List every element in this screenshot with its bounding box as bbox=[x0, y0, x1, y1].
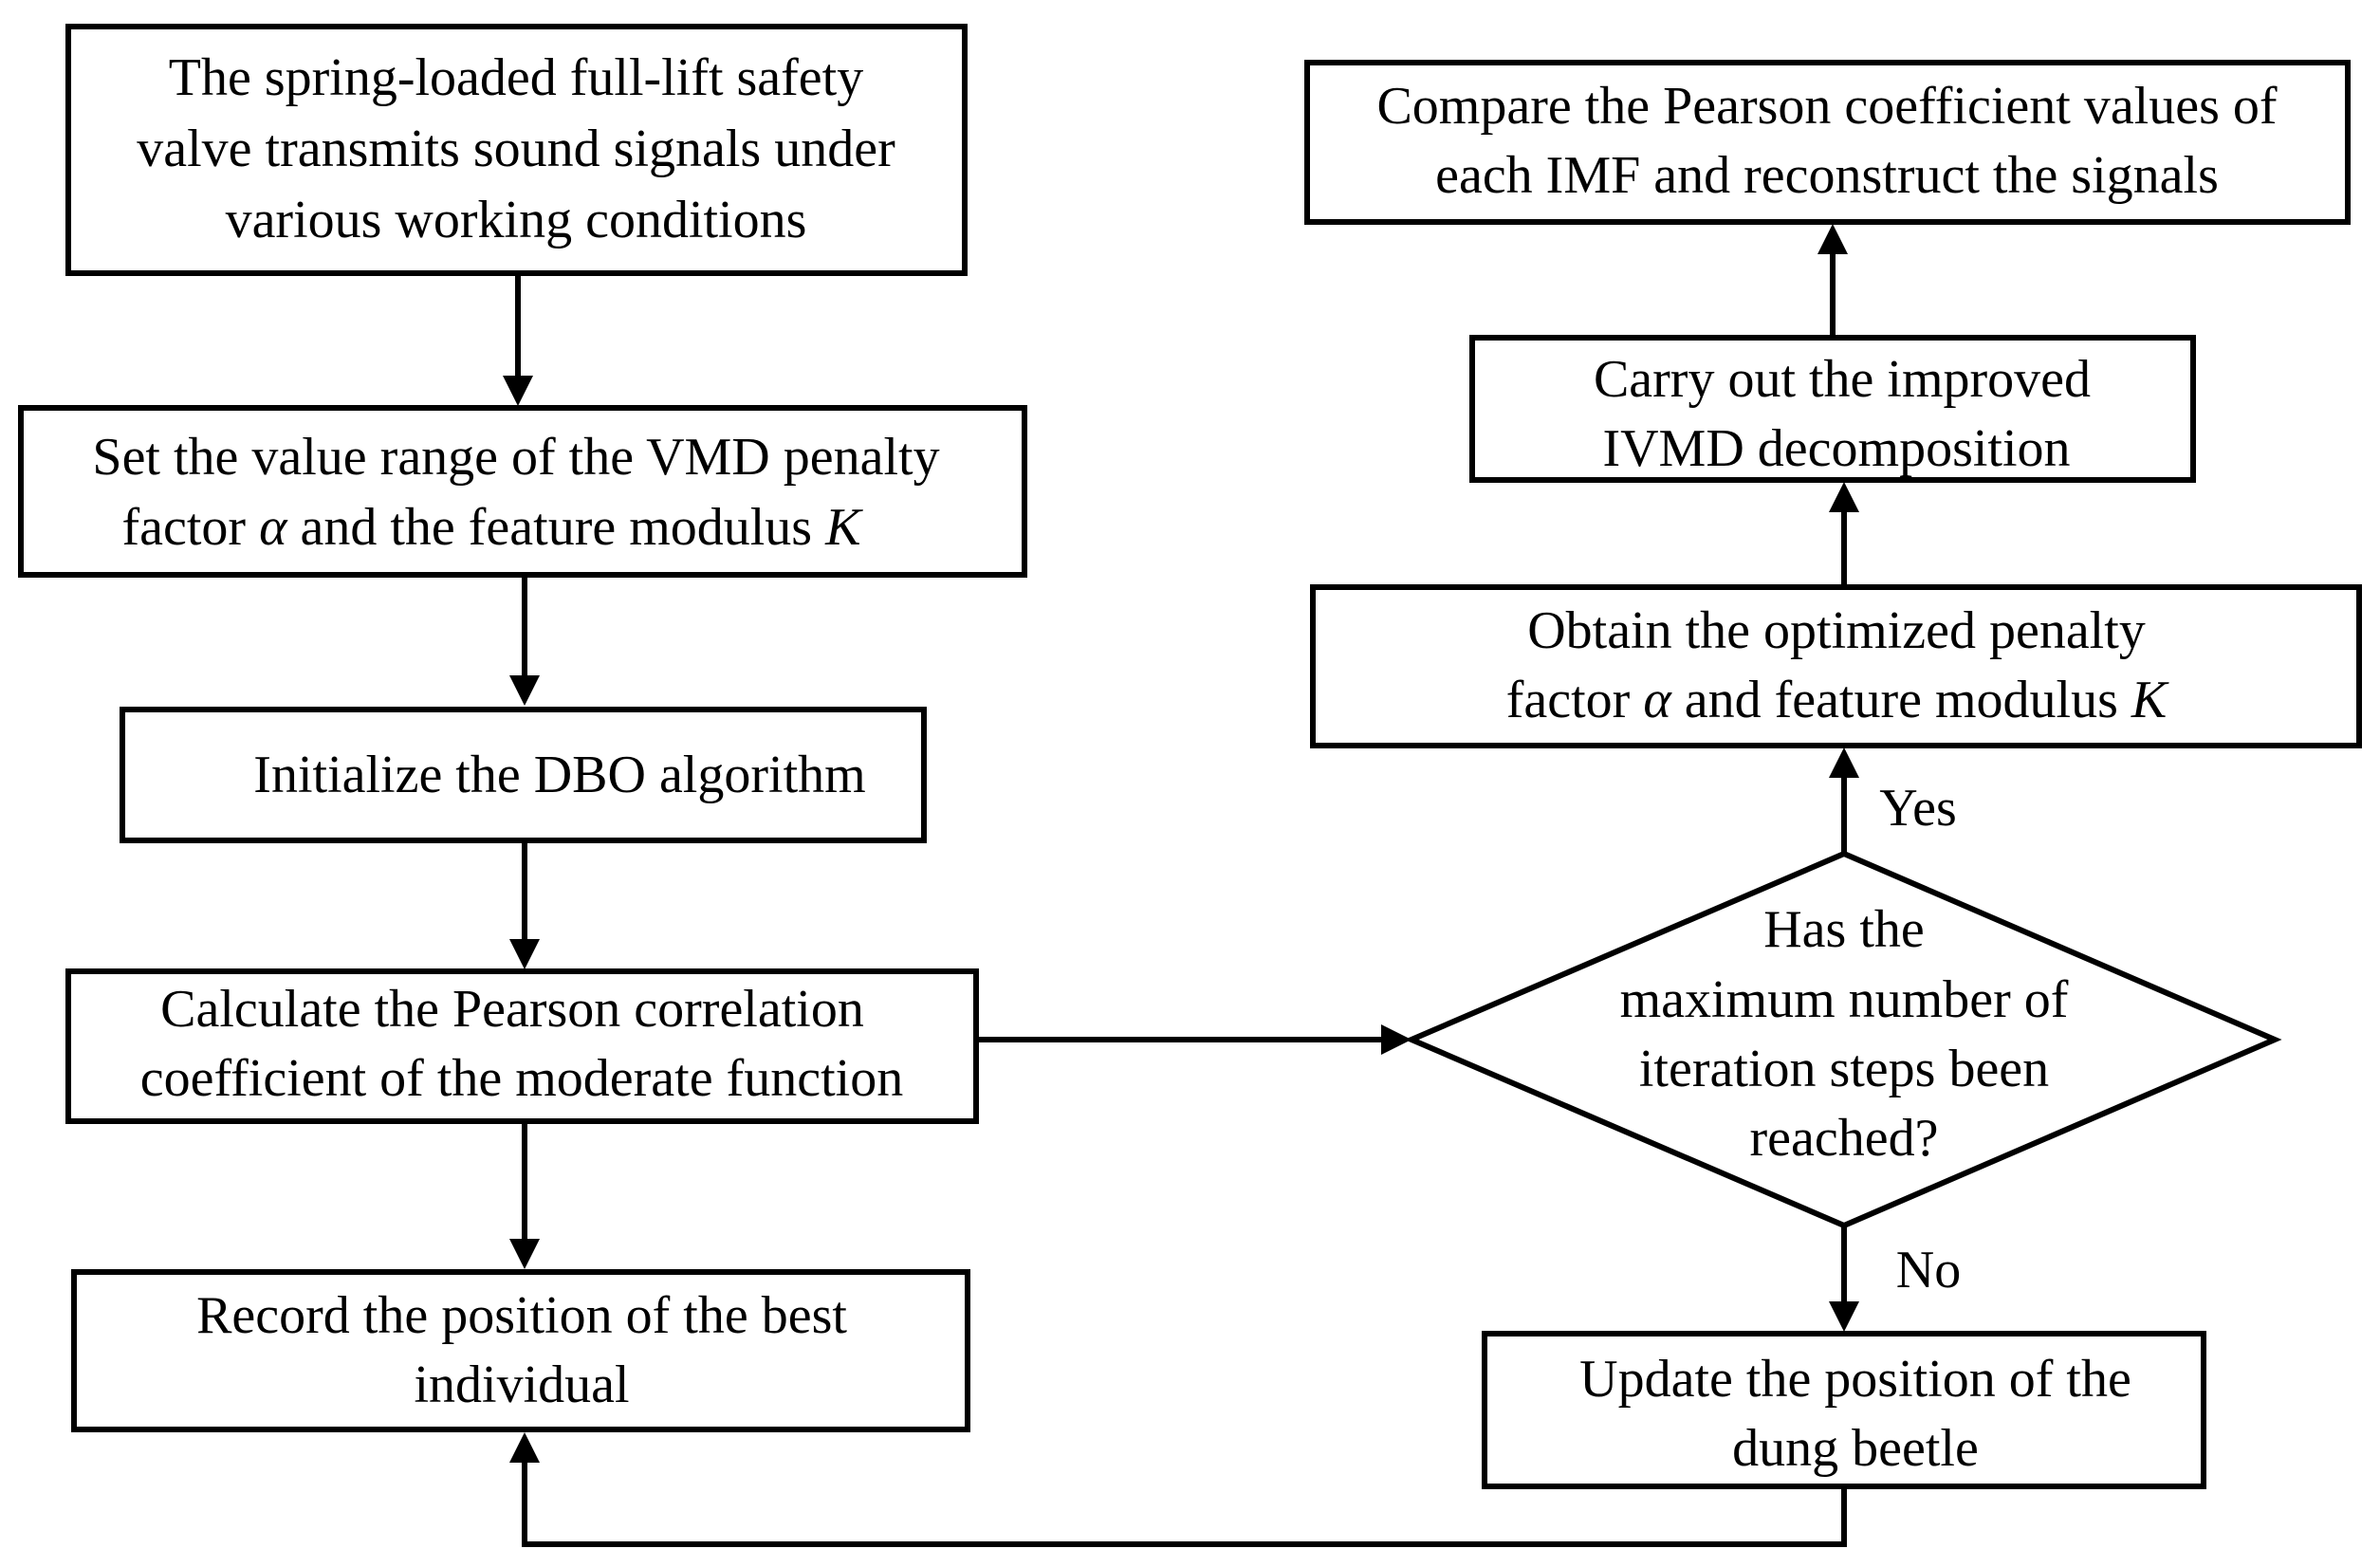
alpha-symbol: α bbox=[259, 498, 288, 557]
arrowhead bbox=[509, 1239, 540, 1269]
decision-text-line: maximum number of bbox=[1620, 970, 2069, 1029]
box-text-line: Carry out the improved bbox=[1594, 350, 2091, 409]
box-valve-sound-signals: The spring-loaded full-lift safety valve… bbox=[65, 24, 968, 276]
decision-max-iterations: Has the maximum number of iteration step… bbox=[1404, 850, 2282, 1229]
decision-text-line: reached? bbox=[1750, 1109, 1939, 1168]
arrowhead bbox=[1381, 1024, 1411, 1055]
box-text-line: valve transmits sound signals under bbox=[137, 120, 895, 178]
box-obtain-optimized: Obtain the optimized penalty factor α an… bbox=[1310, 584, 2362, 748]
decision-text-line: Has the bbox=[1763, 900, 1925, 959]
arrowhead bbox=[1817, 224, 1848, 254]
box-ivmd-decomposition: Carry out the improved IVMD decompositio… bbox=[1469, 335, 2196, 483]
arrowhead bbox=[509, 939, 540, 969]
box-text-line: Obtain the optimized penalty bbox=[1527, 601, 2146, 660]
box-set-value-range: Set the value range of the VMD penalty f… bbox=[18, 405, 1027, 578]
arrowhead bbox=[1829, 482, 1859, 512]
box-text-line: Update the position of the bbox=[1579, 1350, 2131, 1409]
k-symbol: K bbox=[824, 498, 863, 557]
k-symbol: K bbox=[2131, 671, 2169, 729]
arrowhead bbox=[1829, 1301, 1859, 1332]
box-initialize-dbo: Initialize the DBO algorithm bbox=[120, 707, 927, 843]
box-text-line: various working conditions bbox=[226, 191, 807, 249]
decision-text-line: iteration steps been bbox=[1639, 1040, 2049, 1098]
edge-label-yes: Yes bbox=[1879, 779, 1956, 838]
box-text-line: dung beetle bbox=[1732, 1419, 1979, 1478]
box-text-line: individual bbox=[414, 1355, 629, 1414]
alpha-symbol: α bbox=[1643, 671, 1672, 729]
box-text-line: coefficient of the moderate function bbox=[140, 1049, 903, 1108]
arrowhead bbox=[509, 1432, 540, 1463]
arrowhead bbox=[509, 675, 540, 706]
box-compare-pearson: Compare the Pearson coefficient values o… bbox=[1304, 60, 2351, 225]
box-text-line: Initialize the DBO algorithm bbox=[253, 746, 865, 804]
arrow-update-to-step5 bbox=[522, 1461, 1847, 1547]
box-text-line: each IMF and reconstruct the signals bbox=[1435, 146, 2219, 205]
arrowhead bbox=[503, 376, 533, 406]
box-text-line: factor α and feature modulus K bbox=[1506, 671, 2169, 729]
box-text-line: The spring-loaded full-lift safety bbox=[169, 48, 863, 107]
box-text-line: IVMD decomposition bbox=[1602, 419, 2070, 478]
box-text-line: Record the position of the best bbox=[196, 1286, 847, 1345]
box-text-line: Set the value range of the VMD penalty bbox=[92, 428, 939, 487]
connectors bbox=[503, 224, 1859, 1547]
box-update-dung-beetle: Update the position of the dung beetle bbox=[1482, 1331, 2206, 1489]
box-calculate-pearson: Calculate the Pearson correlation coeffi… bbox=[65, 968, 979, 1124]
box-text-line: factor α and the feature modulus K bbox=[122, 498, 864, 557]
edge-label-no: No bbox=[1896, 1241, 1961, 1300]
arrowhead bbox=[1829, 747, 1859, 778]
box-text-line: Compare the Pearson coefficient values o… bbox=[1376, 77, 2277, 136]
box-text-line: Calculate the Pearson correlation bbox=[160, 980, 864, 1039]
box-record-best-position: Record the position of the best individu… bbox=[71, 1269, 970, 1432]
